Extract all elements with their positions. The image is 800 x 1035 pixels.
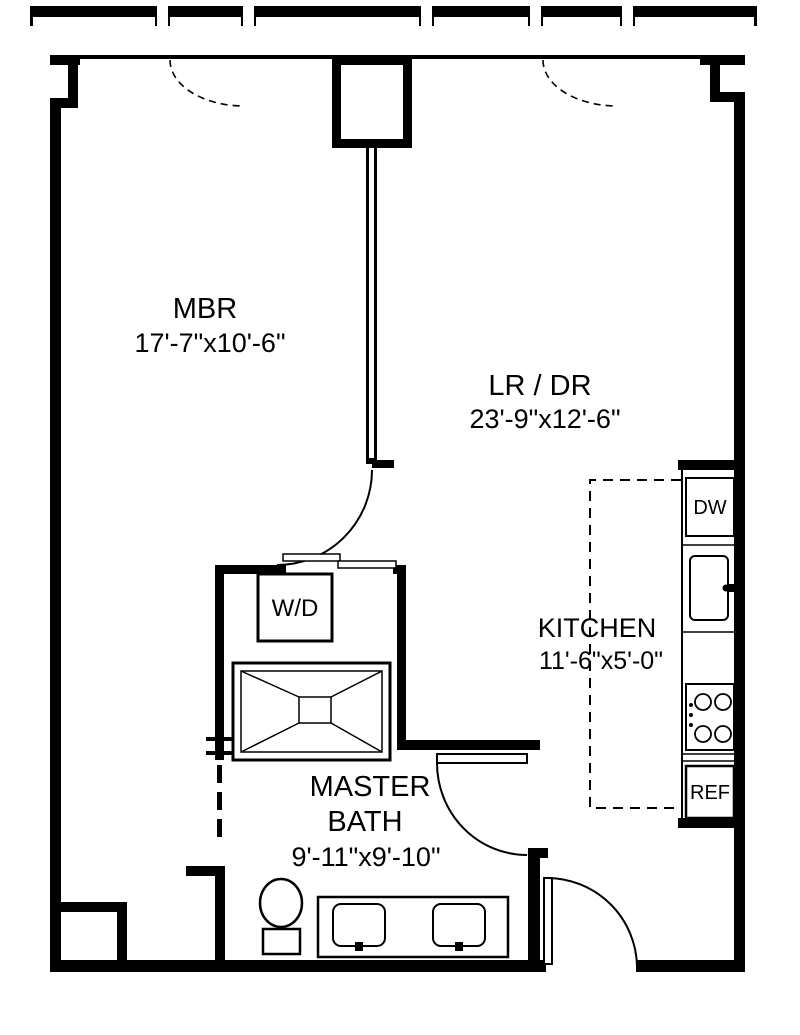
room-label-kitchen: KITCHEN (538, 613, 657, 643)
room-dims-kitchen: 11'-6"x5'-0" (539, 647, 663, 675)
dishwasher: DW (685, 477, 735, 537)
vanity-sink (332, 903, 386, 947)
bedroom-door-swing (276, 469, 373, 566)
faucet-icon (722, 584, 730, 592)
washer-dryer: W/D (256, 572, 334, 643)
washer-dryer-label: W/D (272, 595, 319, 622)
room-label-mbr: MBR (173, 293, 237, 325)
refrigerator-label: REF (690, 782, 730, 804)
bathtub (231, 661, 392, 762)
range-knob-icon (689, 703, 693, 727)
room-label-master: MASTER (310, 771, 431, 803)
kitchen-sink (689, 555, 734, 621)
vanity-sink (432, 903, 486, 947)
room-dims-master-bath: 9'-11"x9'-10" (291, 842, 440, 872)
room-dims-mbr: 17'-7"x10'-6" (134, 328, 285, 358)
faucet-icon (455, 942, 463, 951)
burner-icon (694, 693, 732, 743)
room-label-lrdr: LR / DR (488, 370, 591, 402)
bath-door-swing (436, 753, 528, 856)
dishwasher-label: DW (693, 497, 726, 519)
room-dims-lrdr: 23'-9"x12'-6" (469, 404, 620, 434)
interior-walls (206, 55, 745, 960)
room-label-bath: BATH (327, 806, 402, 838)
entry-door-swing (543, 877, 638, 967)
faucet-icon (355, 942, 363, 951)
toilet (258, 877, 304, 956)
exterior-walls (30, 6, 757, 972)
window-swing-arc-icon (169, 59, 618, 107)
closet-slider-doors (282, 553, 397, 569)
kitchen-boundary-dashed (589, 479, 681, 809)
window-mullion-icon (30, 6, 757, 26)
vanity (316, 895, 510, 959)
refrigerator: REF (684, 764, 736, 820)
range (685, 683, 735, 751)
kitchen-counter (681, 470, 734, 818)
